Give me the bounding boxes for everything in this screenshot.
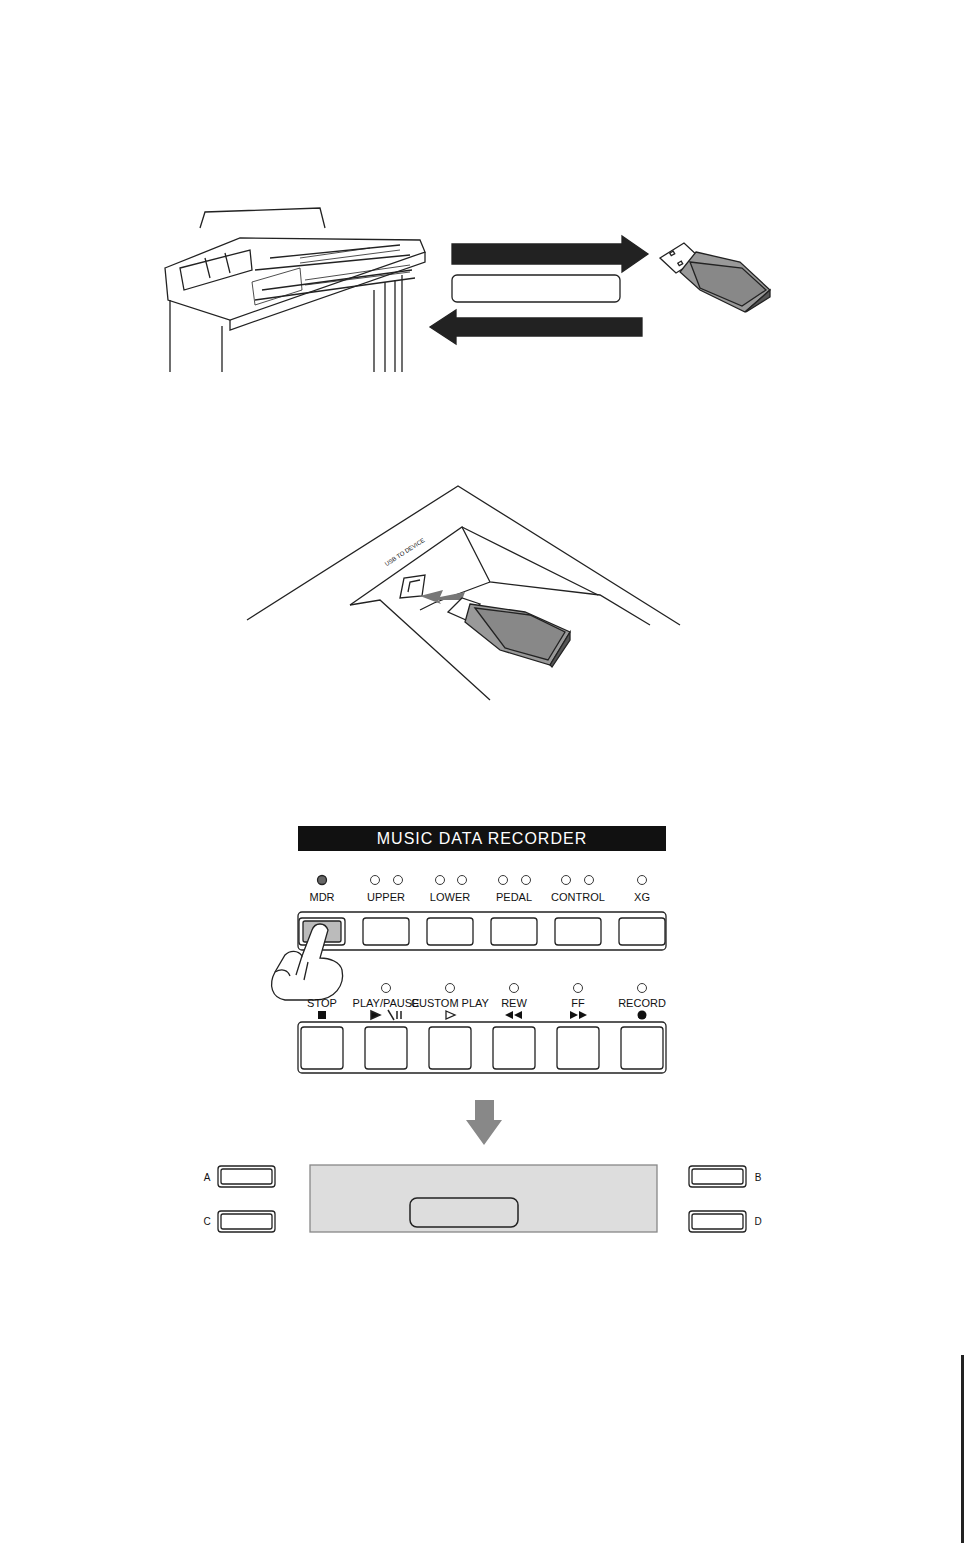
button-label: RECORD [618,997,666,1009]
button-label: XG [634,891,650,903]
button-label: PEDAL [496,891,532,903]
side-button-label: B [755,1172,762,1183]
button-label: MDR [309,891,334,903]
button-label: UPPER [367,891,405,903]
button-label: PLAY/PAUSE [353,997,420,1009]
button-label: CUSTOM PLAY [411,997,489,1009]
section-title: MUSIC DATA RECORDER [377,830,587,848]
button-label: REW [501,997,527,1009]
port-label: USB TO DEVICE [384,537,426,568]
side-button-label: A [204,1172,211,1183]
section-header-band: MUSIC DATA RECORDER [298,826,666,851]
button-label: FF [571,997,584,1009]
button-label: CONTROL [551,891,605,903]
side-button-label: C [203,1216,210,1227]
button-label: STOP [307,997,337,1009]
side-button-label: D [754,1216,761,1227]
button-label: LOWER [430,891,470,903]
